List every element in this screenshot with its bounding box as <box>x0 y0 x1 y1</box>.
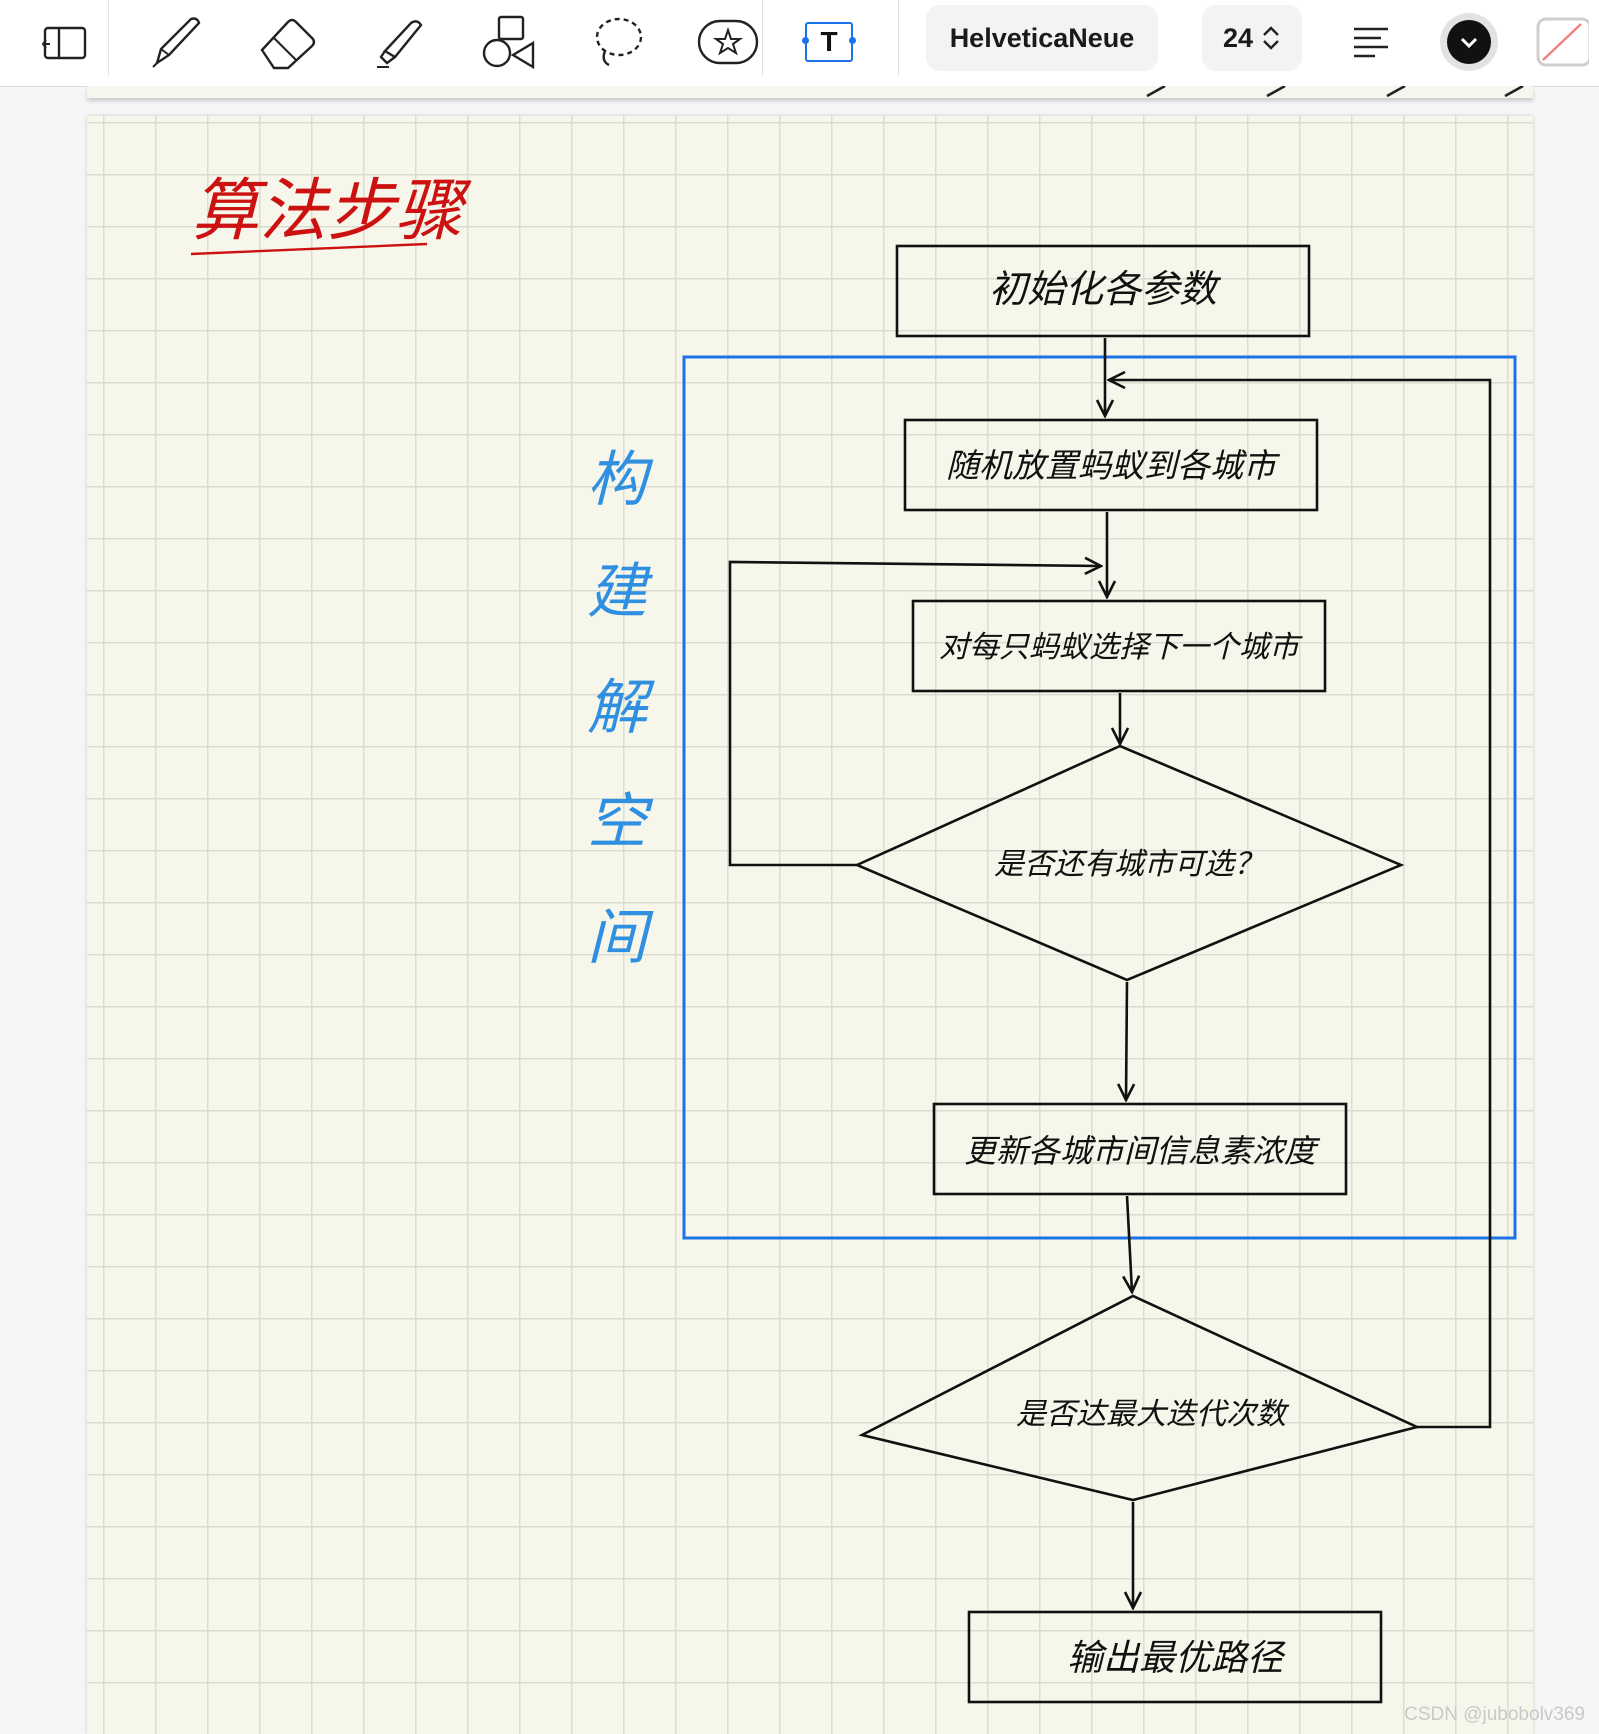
node-place-label: 随机放置蚂蚁到各城市 <box>946 446 1281 485</box>
note-title: 算法步骤 <box>191 172 472 251</box>
node-output-label: 输出最优路径 <box>1067 1638 1286 1679</box>
font-size-value: 24 <box>1222 22 1254 53</box>
font-family-value: HelveticaNeue <box>949 22 1135 53</box>
node-init[interactable]: 初始化各参数 <box>895 244 1311 338</box>
node-more[interactable]: 是否还有城市可选？ <box>853 744 1405 982</box>
sticker-icon[interactable] <box>685 4 771 80</box>
node-more-label: 是否还有城市可选？ <box>994 847 1264 882</box>
pen-icon[interactable] <box>133 4 219 80</box>
edge-more-choose <box>728 562 1101 867</box>
no-fill-icon[interactable] <box>1530 4 1592 80</box>
toolbar: T HelveticaNeue 24 <box>0 0 1599 87</box>
side-char-3: 解 <box>587 673 655 743</box>
text-tool-icon[interactable]: T <box>786 4 872 80</box>
side-char-2: 建 <box>587 557 654 627</box>
node-choose[interactable]: 对每只蚂蚁选择下一个城市 <box>911 599 1327 693</box>
font-size-select[interactable]: 24 <box>1202 5 1302 71</box>
previous-page-edge <box>87 86 1533 98</box>
font-family-select[interactable]: HelveticaNeue <box>926 5 1158 71</box>
node-maxiter[interactable]: 是否达最大迭代次数 <box>858 1294 1421 1502</box>
node-init-label: 初始化各参数 <box>989 267 1222 311</box>
text-tool-glyph: T <box>820 26 838 57</box>
selection-box[interactable] <box>682 355 1517 1240</box>
color-picker-icon[interactable] <box>1426 4 1512 80</box>
lasso-icon[interactable] <box>575 4 661 80</box>
side-char-1: 构 <box>587 445 654 515</box>
node-output[interactable]: 输出最优路径 <box>967 1610 1383 1704</box>
edge-maxiter-place <box>1109 380 1492 1429</box>
node-place[interactable]: 随机放置蚂蚁到各城市 <box>903 418 1319 512</box>
stepper-icon <box>1263 26 1279 50</box>
eraser-icon[interactable] <box>244 4 330 80</box>
node-update[interactable]: 更新各城市间信息素浓度 <box>932 1102 1348 1196</box>
edge-more-update <box>1126 981 1127 1100</box>
node-update-label: 更新各城市间信息素浓度 <box>964 1132 1321 1170</box>
align-icon[interactable] <box>1328 4 1414 80</box>
highlighter-icon[interactable] <box>355 4 441 80</box>
side-char-5: 间 <box>587 903 654 973</box>
side-char-4: 空 <box>587 787 654 857</box>
node-maxiter-label: 是否达最大迭代次数 <box>1016 1397 1290 1432</box>
sidebar-icon[interactable] <box>22 4 108 80</box>
watermark: CSDN @jubobolv369 <box>1404 1704 1585 1725</box>
node-choose-label: 对每只蚂蚁选择下一个城市 <box>939 630 1303 665</box>
shapes-icon[interactable] <box>465 4 551 80</box>
page-canvas: 算法步骤 构 建 解 空 间 初始化各参数 随机放置蚂蚁到各城市 对每只蚂蚁选择… <box>190 172 1517 1704</box>
edge-update-maxiter <box>1127 1195 1132 1292</box>
notebook-page[interactable]: 算法步骤 构 建 解 空 间 初始化各参数 随机放置蚂蚁到各城市 对每只蚂蚁选择… <box>87 116 1533 1734</box>
